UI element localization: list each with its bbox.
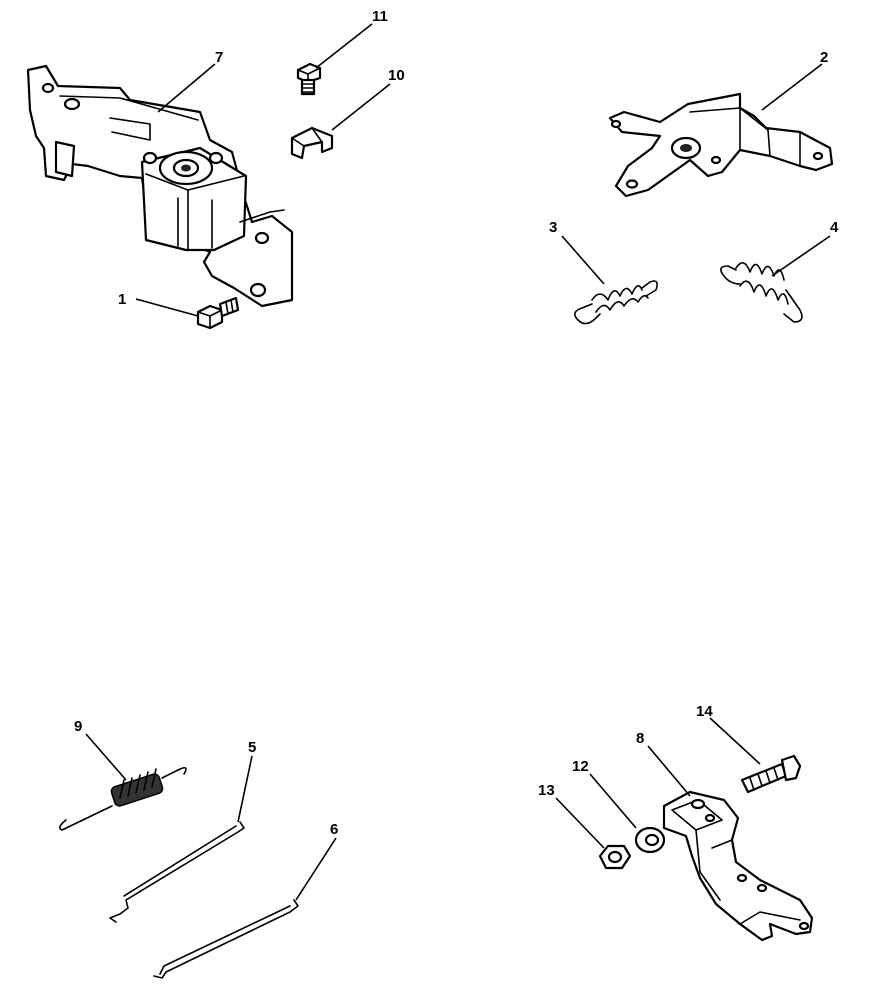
part-3-spring-small <box>574 280 658 325</box>
callout-14: 14 <box>696 703 713 720</box>
callout-13: 13 <box>538 782 555 799</box>
part-13-nut <box>598 844 632 870</box>
callout-8: 8 <box>636 730 644 747</box>
part-6-link-rod <box>153 899 299 979</box>
callout-9: 9 <box>74 718 82 735</box>
part-4-spring-large <box>720 262 803 323</box>
callout-11: 11 <box>372 8 388 25</box>
part-5-link-rod <box>109 821 245 923</box>
callout-2: 2 <box>820 49 828 66</box>
callout-7: 7 <box>215 49 223 66</box>
callout-6: 6 <box>330 821 338 838</box>
part-7-solenoid-bracket <box>26 64 294 308</box>
part-11-bolt <box>296 62 322 96</box>
callout-3: 3 <box>549 219 557 236</box>
callout-5: 5 <box>248 739 256 756</box>
part-12-washer <box>634 826 666 854</box>
callout-1: 1 <box>118 291 126 308</box>
part-9-extension-spring <box>58 766 187 831</box>
part-2-governor-lever <box>608 92 834 198</box>
callout-labels: 7 11 10 1 2 3 4 9 5 6 14 8 12 13 <box>74 8 839 838</box>
callout-12: 12 <box>572 758 589 775</box>
part-1-screw <box>196 296 240 330</box>
part-8-throttle-bracket <box>662 790 814 942</box>
part-14-bolt <box>740 754 802 794</box>
callout-4: 4 <box>830 219 839 236</box>
part-10-clip <box>290 126 334 160</box>
callout-10: 10 <box>388 67 405 84</box>
leader-lines <box>85 23 831 901</box>
